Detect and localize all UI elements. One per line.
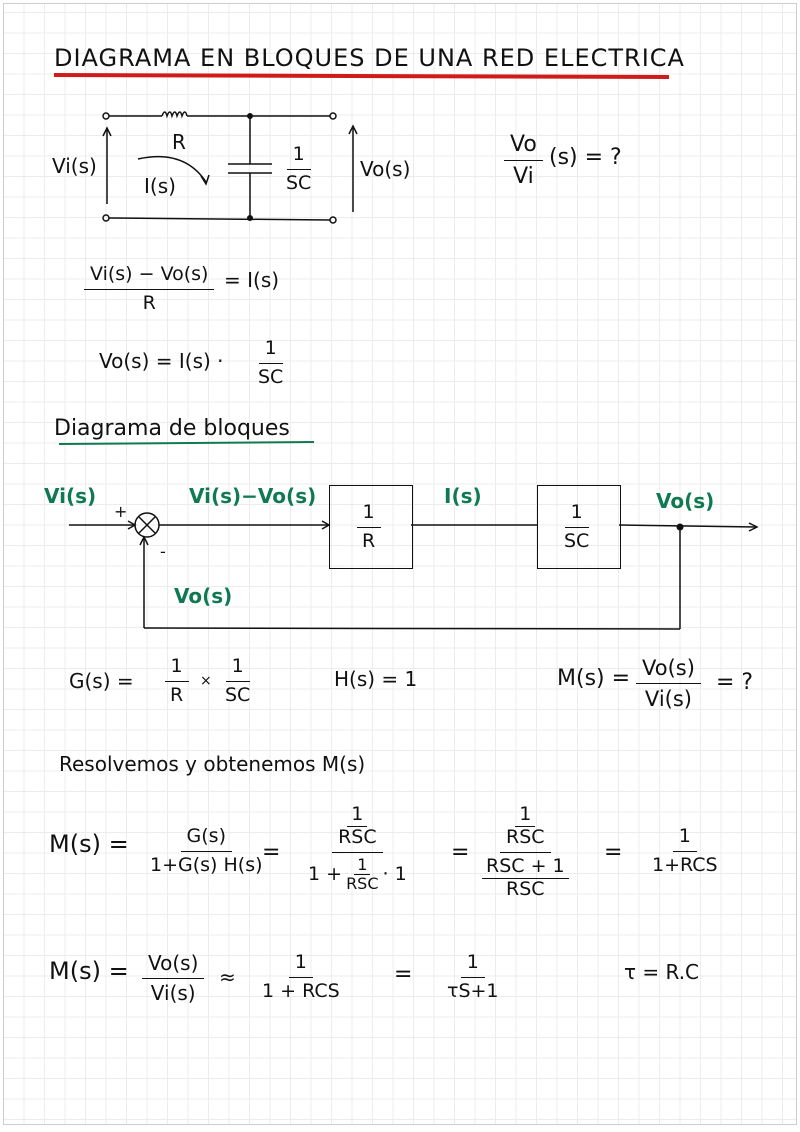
num: 1 bbox=[286, 143, 311, 170]
den: SC bbox=[286, 171, 312, 194]
h-eq: H(s) = 1 bbox=[334, 667, 418, 691]
current-label: I(s) bbox=[144, 174, 176, 198]
den: Vi bbox=[513, 164, 534, 190]
num-den: RSC bbox=[338, 825, 377, 848]
den: 1+RCS bbox=[652, 853, 718, 876]
output-voltage-label: Vo(s) bbox=[360, 157, 411, 181]
resolve-text: Resolvemos y obtenemos M(s) bbox=[59, 752, 366, 776]
den: R bbox=[170, 683, 184, 706]
num: Vo(s) bbox=[142, 952, 205, 979]
den: τS+1 bbox=[447, 979, 499, 1002]
num-num: 1 bbox=[515, 803, 536, 827]
section-title: Diagrama de bloques bbox=[54, 416, 290, 441]
m-eq-lhs: M(s) = bbox=[557, 666, 631, 691]
g-eq-lhs: G(s) = bbox=[69, 669, 134, 693]
num: 1 bbox=[564, 501, 589, 528]
num: 1 bbox=[460, 951, 485, 978]
page-title: DIAGRAMA EN BLOQUES DE UNA RED ELECTRICA bbox=[54, 44, 685, 72]
den-den: RSC bbox=[506, 877, 545, 900]
drawing-lines bbox=[53, 73, 759, 630]
num: 1 bbox=[258, 337, 283, 364]
title-underline bbox=[53, 73, 670, 79]
deriv-eq-2: = bbox=[451, 840, 470, 865]
bd-output-label: Vo(s) bbox=[656, 489, 715, 513]
eq2-lhs: Vo(s) = I(s) · bbox=[99, 349, 224, 373]
circuit bbox=[102, 111, 358, 224]
num: Vo bbox=[504, 132, 543, 162]
deriv-lhs: M(s) = bbox=[49, 830, 129, 858]
den: Vi(s) bbox=[150, 981, 196, 1005]
den: Vi(s) bbox=[644, 687, 692, 712]
resistor-icon bbox=[161, 111, 188, 119]
num: 1 bbox=[164, 655, 189, 682]
notebook-page: DIAGRAMA EN BLOQUES DE UNA RED ELECTRICA… bbox=[3, 3, 797, 1125]
den: 1+G(s) H(s) bbox=[150, 853, 263, 876]
den: SC bbox=[564, 529, 590, 552]
block-diagram-lines bbox=[69, 512, 759, 630]
bd-plus-sign: + bbox=[114, 502, 128, 521]
bd-input-label: Vi(s) bbox=[44, 484, 97, 508]
num: 1 bbox=[356, 501, 381, 528]
section-underline bbox=[58, 441, 315, 445]
num: Vi(s) − Vo(s) bbox=[84, 263, 215, 290]
bd-error-label: Vi(s)−Vo(s) bbox=[189, 484, 317, 508]
eq1-fraction: Vi(s) − Vo(s)R bbox=[84, 263, 215, 315]
g-eq-times: × bbox=[200, 673, 212, 689]
num: Vo(s) bbox=[636, 656, 701, 685]
final-frac1: Vo(s)Vi(s) bbox=[142, 952, 205, 1005]
question-rest: (s) = ? bbox=[549, 145, 622, 170]
den-num: 1 bbox=[354, 855, 371, 876]
bd-minus-sign: - bbox=[160, 542, 166, 561]
m-eq-rhs: = ? bbox=[716, 670, 754, 695]
deriv-eq-1: = bbox=[262, 840, 281, 865]
deriv-frac1: G(s)1+G(s) H(s) bbox=[144, 825, 269, 877]
final-eq: = bbox=[394, 962, 413, 987]
den: SC bbox=[258, 365, 284, 388]
final-approx: ≈ bbox=[219, 965, 236, 989]
num: 1 bbox=[672, 825, 697, 852]
num: 1 bbox=[288, 951, 313, 978]
final-lhs: M(s) = bbox=[49, 957, 129, 985]
input-voltage-label: Vi(s) bbox=[52, 154, 97, 178]
den-den: RSC bbox=[346, 874, 379, 894]
num: 1 bbox=[225, 655, 250, 682]
eq1-rhs: = I(s) bbox=[224, 268, 280, 292]
bd-current-label: I(s) bbox=[444, 484, 482, 508]
den: 1 + RCS bbox=[262, 979, 340, 1002]
den-pre: 1 + bbox=[308, 862, 343, 885]
tau-definition: τ = R.C bbox=[624, 960, 700, 984]
den: R bbox=[142, 291, 156, 314]
bd-feedback-label: Vo(s) bbox=[174, 584, 233, 608]
deriv-eq-3: = bbox=[604, 840, 623, 865]
m-eq-fraction: Vo(s)Vi(s) bbox=[636, 656, 701, 711]
den: R bbox=[362, 529, 376, 552]
resistor-label: R bbox=[172, 130, 186, 154]
num: G(s) bbox=[180, 825, 232, 852]
den: SC bbox=[225, 683, 251, 706]
den-num: RSC + 1 bbox=[482, 855, 569, 879]
num-den: RSC bbox=[506, 825, 545, 848]
den-post: · 1 bbox=[382, 862, 407, 885]
num-num: 1 bbox=[347, 803, 368, 827]
